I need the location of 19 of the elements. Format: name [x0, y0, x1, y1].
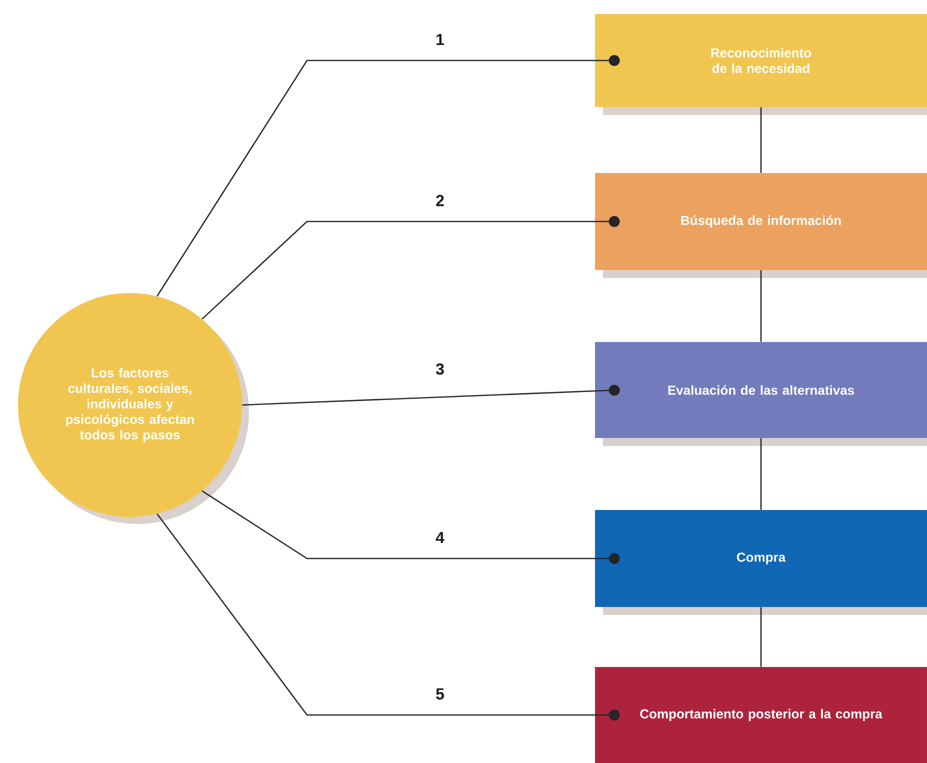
- connector: [156, 55, 620, 296]
- connector: [760, 107, 762, 173]
- connector: [242, 384, 620, 406]
- step-number: 5: [434, 687, 446, 701]
- step-box: Búsqueda de información: [595, 173, 927, 278]
- step-number: 2: [434, 194, 446, 208]
- connector: [202, 490, 620, 564]
- connector: [760, 438, 762, 510]
- connector: [202, 216, 620, 320]
- connector: [760, 270, 762, 342]
- step-number: 3: [434, 362, 446, 376]
- connector: [156, 513, 620, 720]
- step-number: 1: [434, 33, 446, 46]
- step-box: Reconocimiento de la necesidad: [595, 14, 927, 115]
- step-box: Compra: [595, 510, 927, 615]
- step-box: Comportamiento posterior a la compra: [595, 667, 927, 763]
- step-box: Evaluación de las alternativas: [595, 342, 927, 446]
- step-number: 4: [434, 531, 446, 544]
- connector: [760, 607, 762, 667]
